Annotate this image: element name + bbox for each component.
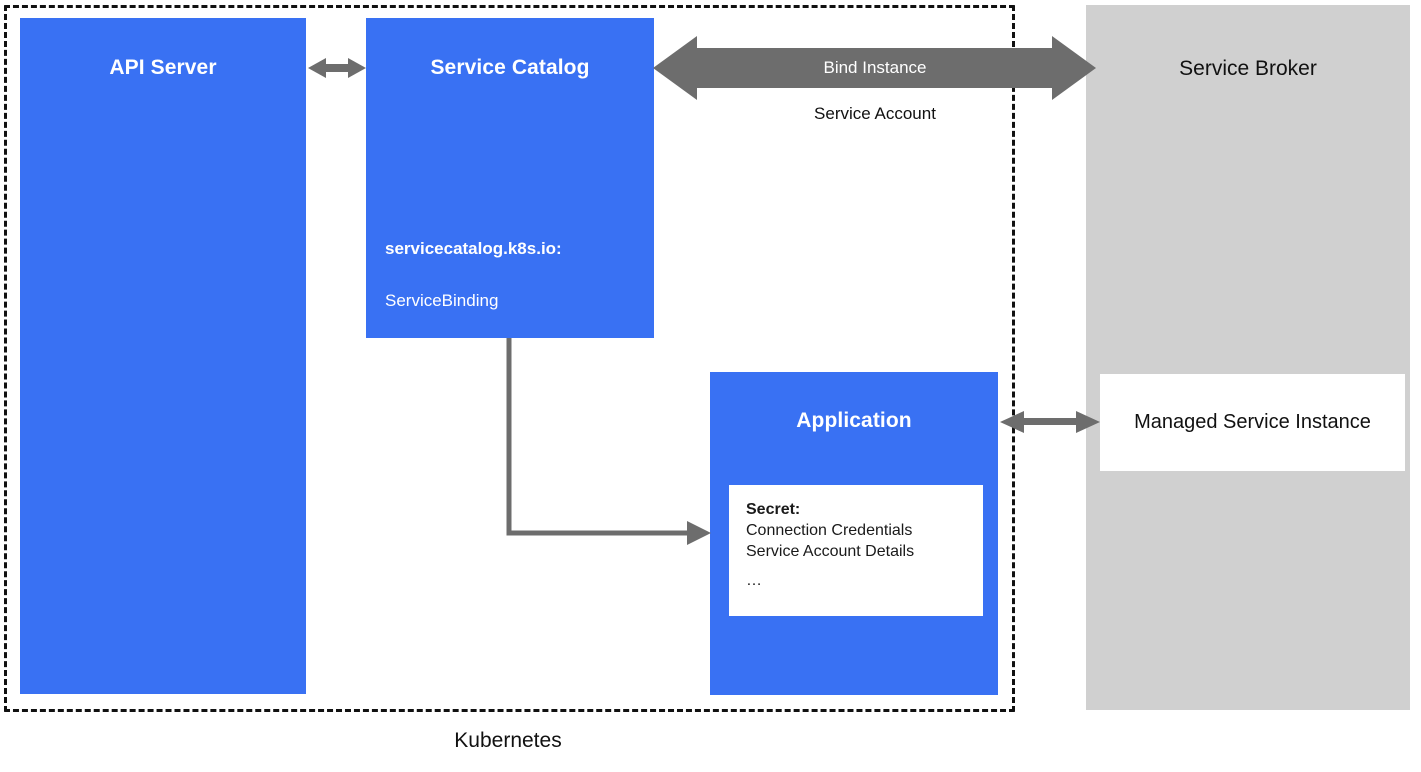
secret-card: Secret: Connection Credentials Service A… [729,485,983,616]
kubernetes-boundary-label: Kubernetes [454,729,562,752]
arrow-bind-instance [653,36,1096,100]
arrow-application-managed-instance [1000,411,1100,433]
arrow-api-server-service-catalog [308,58,366,78]
secret-item-ellipsis: … [746,572,763,589]
arrow-service-catalog-to-secret [506,338,711,545]
secret-item-connection-credentials: Connection Credentials [746,522,913,539]
secret-item-service-account-details: Service Account Details [746,543,915,560]
application-title: Application [796,409,912,432]
service-broker-title: Service Broker [1179,57,1317,80]
node-service-broker[interactable] [1086,5,1410,710]
service-catalog-kind: ServiceBinding [385,291,499,310]
service-account-label: Service Account [814,104,936,123]
managed-service-instance-label: Managed Service Instance [1134,411,1371,433]
node-api-server[interactable]: API Server [20,18,306,694]
kubernetes-boundary [4,5,1015,712]
api-server-title: API Server [109,56,217,79]
service-catalog-api-group: servicecatalog.k8s.io: [385,239,562,258]
node-service-catalog[interactable]: Service Catalog servicecatalog.k8s.io: S… [366,18,654,338]
node-managed-service-instance[interactable]: Managed Service Instance [1100,374,1405,471]
secret-heading: Secret: [746,501,801,518]
service-catalog-title: Service Catalog [430,56,590,79]
service-catalog-resource: servicecatalog.k8s.io: ServiceBinding [385,238,647,312]
